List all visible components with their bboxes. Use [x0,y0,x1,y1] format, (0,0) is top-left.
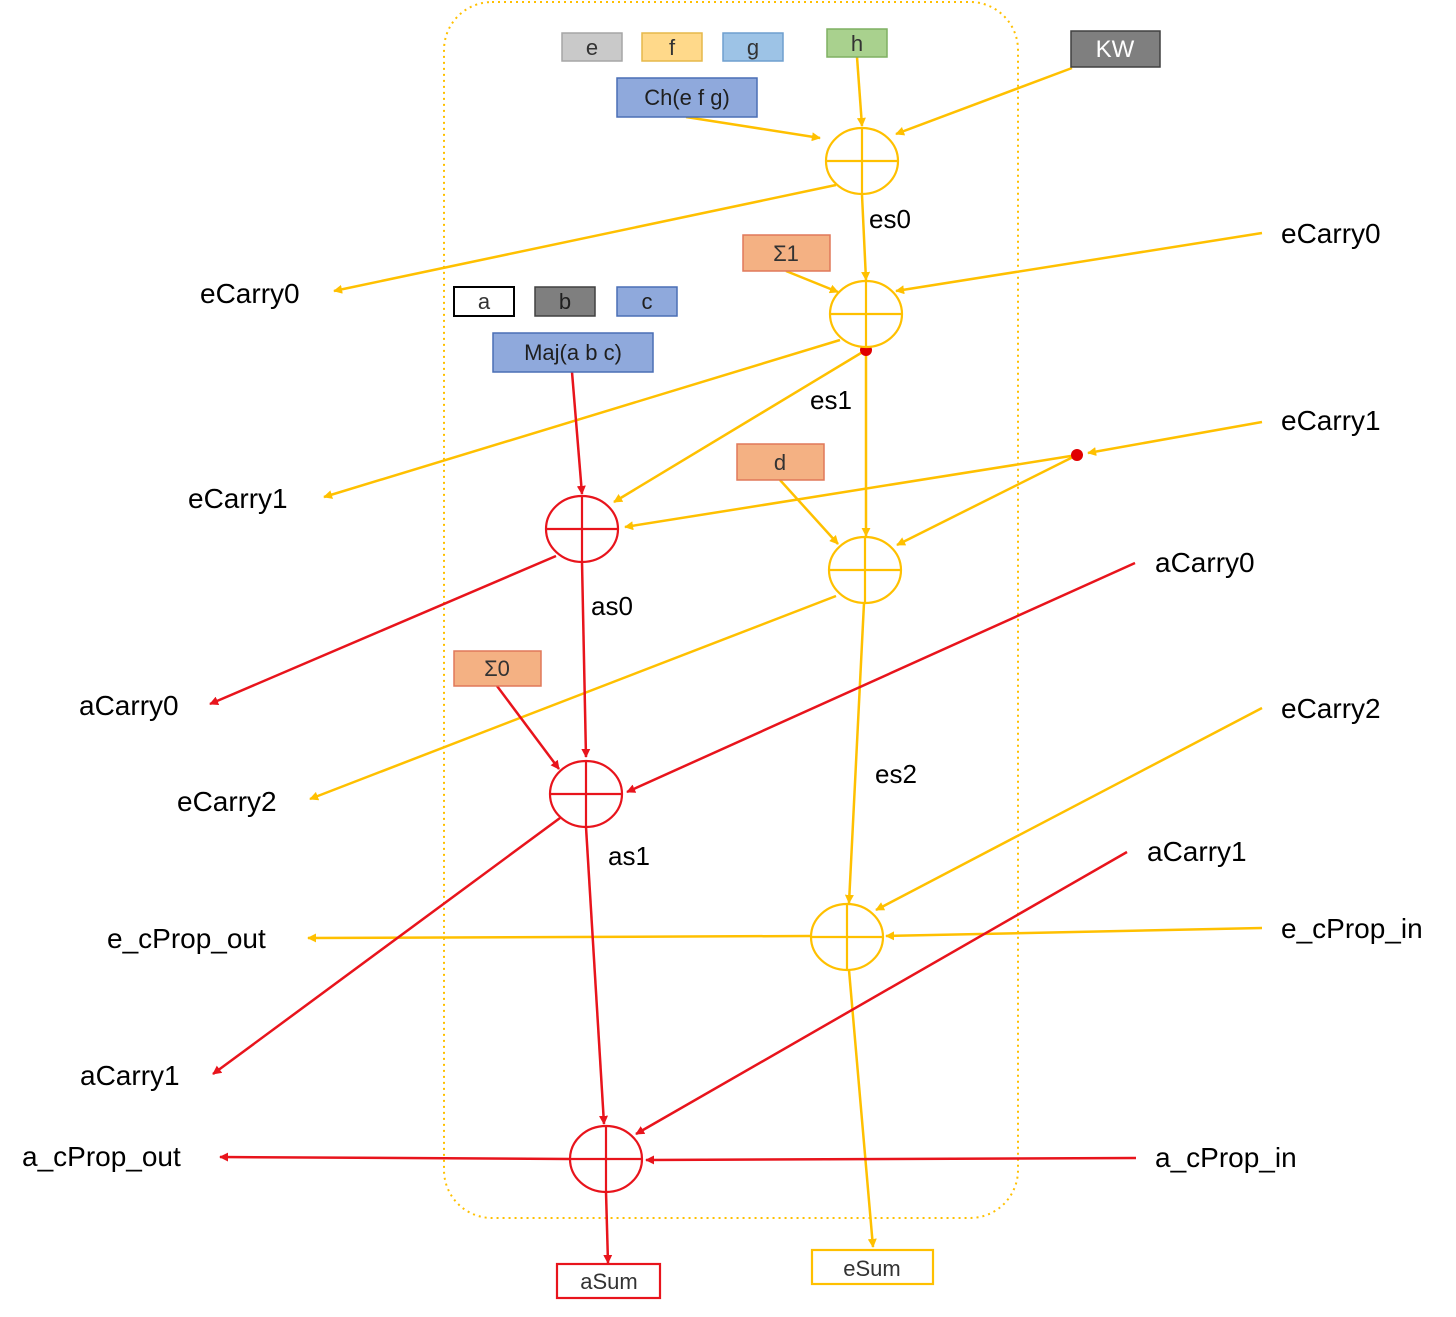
wire-e-cprop-out [307,933,811,943]
input-label-acarry1: aCarry1 [1147,836,1247,867]
box-g-label: g [747,35,759,60]
input-label-ecarry1: eCarry1 [1281,405,1381,436]
box-a-label: a [478,289,491,314]
wire-maj-to-aadder0 [570,371,586,495]
box-maj-label: Maj(a b c) [524,340,622,365]
box-e: e [561,32,623,62]
red-wires [209,371,1137,1264]
output-label-acarry1: aCarry1 [80,1060,180,1091]
box-d-label: d [774,450,786,475]
box-maj: Maj(a b c) [492,332,654,373]
box-sigma1: Σ1 [742,234,831,272]
adder-e2 [827,535,903,605]
input-label-acarry0: aCarry0 [1155,547,1255,578]
box-sigma0-label: Σ0 [484,656,510,681]
wire-a-cprop-out [219,1152,571,1162]
box-kw-label: KW [1096,36,1135,63]
adder-a2 [568,1124,644,1194]
box-kw: KW [1070,30,1161,68]
wire-ecarry2-out [309,594,837,801]
box-f: f [641,32,703,62]
box-f-label: f [669,35,676,60]
wire-ecarry0-in [895,231,1263,295]
wire-e-cprop-in [885,926,1263,941]
wire-acarry1-in [635,850,1128,1136]
wire-as0 [580,561,591,758]
input-label-a-cprop-in: a_cProp_in [1155,1142,1297,1173]
yellow-wires [307,56,1263,1248]
box-asum-label: aSum [580,1269,637,1294]
wire-as1 [584,826,609,1125]
adder-e0 [824,126,900,196]
box-asum: aSum [555,1262,662,1300]
output-label-ecarry0: eCarry0 [200,278,300,309]
signal-es0: es0 [869,204,911,234]
wire-acarry0-in [626,561,1136,794]
input-label-ecarry0: eCarry0 [1281,218,1381,249]
box-e-label: e [586,35,598,60]
box-a: a [453,286,515,317]
wire-ecarry0-out [333,183,837,294]
box-sigma0: Σ0 [453,650,542,687]
box-b-label: b [559,289,571,314]
output-label-e-cprop-out: e_cProp_out [107,923,266,954]
adder-a1 [548,759,624,829]
junction-dot-ecarry1 [1071,449,1083,461]
wire-to-asum [603,1191,613,1264]
wire-kw-to-adder1 [895,66,1073,136]
wire-ecarry2-in [875,706,1263,912]
box-ch-label: Ch(e f g) [644,85,730,110]
box-c: c [616,286,678,317]
wire-h-to-adder1 [855,56,866,127]
signal-es1: es1 [810,385,852,415]
wire-es2 [844,602,866,904]
adder-a0 [544,494,620,564]
input-label-e-cprop-in: e_cProp_in [1281,913,1423,944]
box-b: b [534,286,596,317]
output-label-ecarry2: eCarry2 [177,786,277,817]
box-esum: eSum [810,1248,935,1286]
wire-ch-to-adder1 [685,115,821,142]
box-ch: Ch(e f g) [616,77,758,118]
box-d: d [736,443,825,481]
signal-es2: es2 [875,759,917,789]
box-sigma1-label: Σ1 [773,241,799,266]
wire-ecarry1-out [323,338,841,499]
input-label-ecarry2: eCarry2 [1281,693,1381,724]
module-boundary [443,1,1019,1219]
wire-ecarry1-in [1087,420,1263,457]
adder-e3 [809,902,885,972]
box-h: h [826,28,888,58]
wire-a-cprop-in [645,1155,1137,1165]
wire-to-esum [847,969,877,1248]
wire-ecarry1-to-eadder3 [896,453,1078,547]
wire-sigma1-to-adder2 [785,269,839,294]
signal-as1: as1 [608,841,650,871]
wire-ecarry1-to-aadder0 [624,453,1078,531]
adder-e1 [828,279,904,349]
wire-es0 [860,194,871,281]
wire-es1-to-aadder0 [613,348,867,504]
wire-sigma0-to-aadder1 [495,685,561,770]
output-label-ecarry1: eCarry1 [188,483,288,514]
box-h-label: h [851,31,863,56]
box-esum-label: eSum [843,1256,900,1281]
wire-d-to-eadder3 [779,479,839,545]
output-label-a-cprop-out: a_cProp_out [22,1141,181,1172]
box-g: g [722,32,784,62]
signal-as0: as0 [591,591,633,621]
box-c-label: c [642,289,653,314]
output-label-acarry0: aCarry0 [79,690,179,721]
wire-acarry1-out [212,816,561,1076]
wire-acarry0-out [209,554,557,706]
